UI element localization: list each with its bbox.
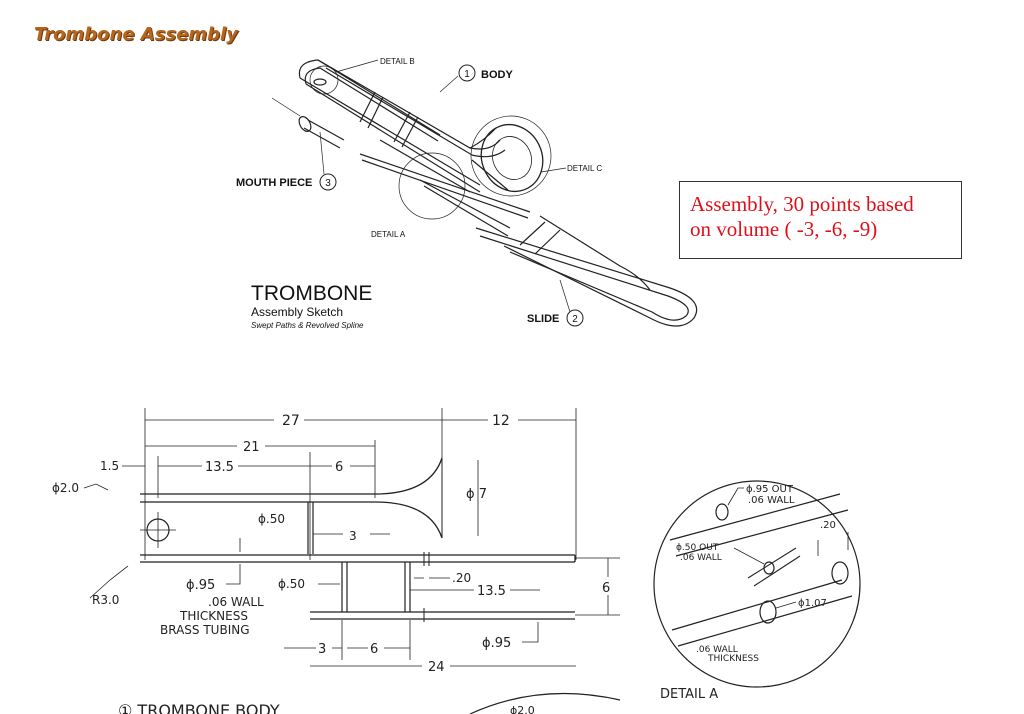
dim-13-5: 13.5	[205, 460, 234, 475]
dim-24: 24	[428, 660, 445, 675]
dim-1-5: 1.5	[100, 459, 119, 473]
dim-13-5-lower: 13.5	[477, 584, 506, 599]
body-drawing-title: ① TROMBONE BODY	[118, 701, 280, 714]
dim-phi-7: ϕ 7	[466, 487, 487, 502]
page-title: Trombone Assembly	[34, 24, 238, 45]
sketch-subsubheading: Swept Paths & Revolved Spline	[251, 321, 364, 330]
partial-cut-label: ϕ2.0	[510, 704, 535, 714]
dim-6-bottom: 6	[370, 642, 378, 657]
note-wall-2: THICKNESS	[179, 609, 248, 623]
mouth-number: 3	[325, 178, 331, 189]
detail-a-circle	[398, 152, 466, 220]
dim-6-vertical: 6	[602, 581, 610, 596]
detail-a-label: DETAIL A	[660, 687, 718, 702]
detail-wall-thickness-2: THICKNESS	[707, 654, 759, 664]
detail-wall-95: .06 WALL	[748, 495, 795, 506]
detail-b-partial: ϕ2.0	[469, 692, 621, 714]
dim-20: .20	[452, 571, 471, 585]
detail-phi-1-07: ϕ1.07	[798, 598, 827, 609]
mouth-number-circle	[319, 173, 337, 191]
detail-dim-20: .20	[820, 520, 836, 531]
sketch-subheading: Assembly Sketch	[251, 305, 343, 319]
body-number: 1	[464, 69, 470, 80]
dim-phi-50-a: ϕ.50	[258, 512, 285, 526]
dim-phi-95: ϕ.95	[186, 578, 215, 593]
label-detail-c: DETAIL C	[567, 164, 602, 173]
detail-phi-50-out: ϕ.50 OUT	[676, 543, 719, 553]
detail-a-outline	[653, 480, 861, 688]
dim-3-bottom: 3	[318, 642, 326, 657]
note-wall-3: BRASS TUBING	[160, 623, 250, 637]
slide-number-circle	[566, 309, 584, 327]
detail-b-circle	[309, 65, 339, 95]
dim-phi-50-b: ϕ.50	[278, 577, 305, 591]
note-wall-1: .06 WALL	[208, 595, 264, 609]
label-slide: SLIDE	[527, 313, 559, 325]
detail-a-drawing: ϕ.95 OUT .06 WALL .20 ϕ.50 OUT .06 WALL …	[653, 480, 861, 702]
note-line-1: Assembly, 30 points based	[690, 192, 914, 216]
note-line-2: on volume ( -3, -6, -9)	[690, 217, 878, 241]
dim-phi-95-b: ϕ.95	[482, 636, 511, 651]
body-number-circle	[458, 64, 476, 82]
assembly-sketch: DETAIL B 1 BODY DETAIL C MOUTH PIECE 3 D…	[236, 57, 698, 330]
label-detail-a: DETAIL A	[371, 230, 406, 239]
dim-21: 21	[243, 440, 260, 455]
dim-3: 3	[349, 529, 357, 543]
grading-note: Assembly, 30 points based on volume ( -3…	[679, 181, 962, 259]
label-body: BODY	[481, 69, 513, 81]
sketch-heading: TROMBONE	[251, 282, 372, 305]
detail-phi-95-out: ϕ.95 OUT	[746, 484, 794, 495]
dim-12: 12	[492, 413, 510, 429]
label-detail-b: DETAIL B	[380, 57, 415, 66]
detail-c-circle	[470, 115, 552, 197]
dim-r-3-0: R3.0	[92, 593, 119, 607]
dim-27: 27	[282, 413, 300, 429]
body-drawing: 27 12 21 13.5 6 1.5 ϕ2.0 ϕ 7 ϕ.50 3	[52, 408, 620, 714]
dim-phi-2-0: ϕ2.0	[52, 481, 79, 495]
detail-wall-50: .06 WALL	[680, 553, 722, 563]
slide-number: 2	[572, 314, 578, 325]
dim-6-top: 6	[335, 460, 343, 475]
label-mouth-piece: MOUTH PIECE	[236, 177, 312, 189]
detail-wall-thickness-1: .06 WALL	[696, 645, 738, 655]
